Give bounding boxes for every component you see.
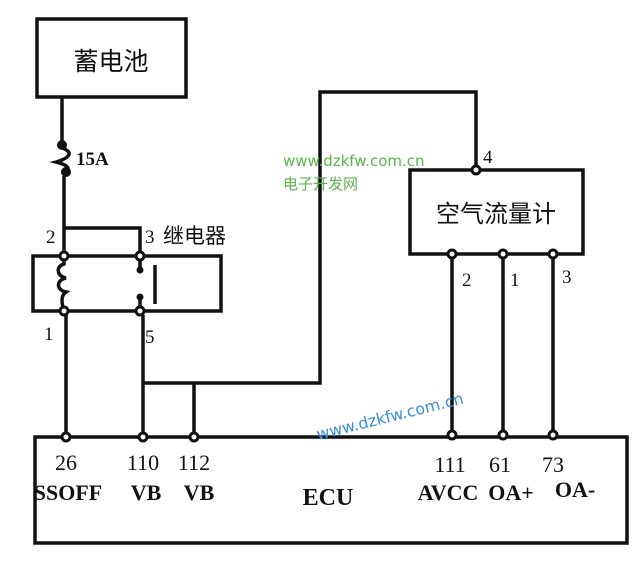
- wire-relay-2-3: [64, 226, 142, 256]
- ecu-pin-112: [188, 431, 200, 443]
- ecu-pin-number: 26: [55, 450, 77, 475]
- ecu-pin-name: AVCC: [418, 480, 479, 505]
- ecu-pin-61: [497, 429, 509, 441]
- relay-pin-5-label: 5: [145, 327, 155, 348]
- wire-relay5-airflow4: [143, 90, 478, 385]
- relay-pin-3: [134, 250, 146, 262]
- ecu-pin-name: VB: [131, 480, 162, 505]
- airflow-meter-box: [408, 168, 585, 256]
- airflow-pin-2: [446, 248, 458, 260]
- relay-switch-contact-top: [136, 266, 144, 274]
- battery-box: [35, 17, 188, 99]
- battery-label: 蓄电池: [73, 47, 148, 76]
- airflow-pin-3: [547, 248, 559, 260]
- airflow-pin-4: [470, 164, 482, 176]
- watermark-url-green: www.dzkfw.com.cn: [283, 152, 425, 170]
- airflow-meter-label: 空气流量计: [436, 200, 556, 228]
- relay-label: 继电器: [163, 224, 226, 248]
- ecu-pin-number: 112: [178, 450, 210, 475]
- fuse-terminal-bottom: [61, 167, 71, 177]
- relay-pin-1: [58, 305, 70, 317]
- ecu-pin-name: OA-: [555, 477, 595, 502]
- relay-pin-3-label: 3: [145, 227, 155, 248]
- airflow-pin-3-label: 3: [562, 267, 572, 288]
- ecu-pin-111: [446, 429, 458, 441]
- airflow-pin-1: [497, 248, 509, 260]
- relay-coil-icon: [56, 256, 71, 312]
- fuse-label: 15A: [76, 149, 109, 170]
- airflow-pin-4-label: 4: [483, 147, 493, 168]
- ecu-pin-number: 111: [434, 452, 465, 477]
- ecu-pin-26: [60, 431, 72, 443]
- ecu-pin-name: OA+: [488, 480, 534, 505]
- airflow-pin-1-label: 1: [510, 270, 520, 291]
- ecu-box: [33, 435, 629, 545]
- ecu-pin-110: [137, 431, 149, 443]
- relay-pin-2: [58, 250, 70, 262]
- ecu-label: ECU: [303, 485, 354, 511]
- relay-pin-1-label: 1: [44, 324, 54, 345]
- ecu-pin-number: 110: [127, 450, 159, 475]
- watermark-name-green: 电子开发网: [283, 175, 358, 193]
- ecu-pin-number: 73: [542, 452, 564, 477]
- ecu-pin-name: SSOFF: [34, 480, 102, 505]
- airflow-pin-2-label: 2: [462, 270, 472, 291]
- relay-pin-2-label: 2: [46, 227, 56, 248]
- ecu-pin-name: VB: [184, 480, 215, 505]
- relay-pin-5: [134, 305, 146, 317]
- ecu-pin-73: [547, 429, 559, 441]
- relay-switch-contact-bottom: [136, 293, 144, 301]
- ecu-pin-number: 61: [489, 452, 511, 477]
